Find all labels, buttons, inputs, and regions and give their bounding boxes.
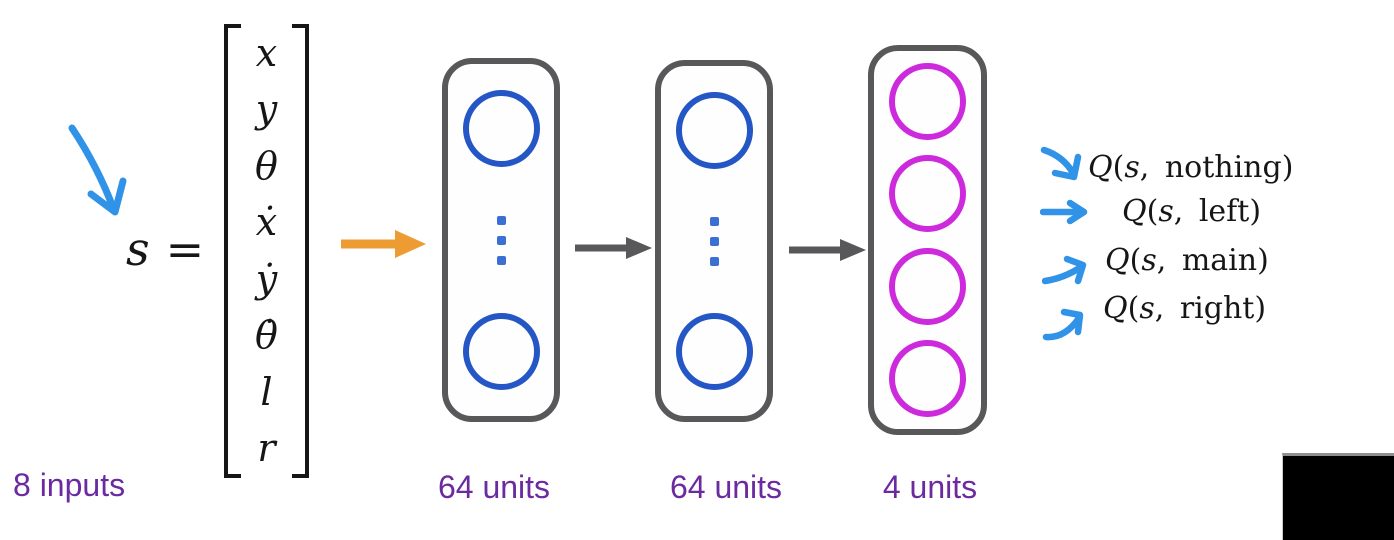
neuron-node xyxy=(889,247,966,325)
q-value-label: Q(s, left) xyxy=(1122,194,1262,229)
ellipsis-dots-icon xyxy=(496,215,506,265)
state-symbol: s xyxy=(126,222,150,276)
black-corner-box xyxy=(1282,453,1394,540)
vector-entries: x y θ ẋ ẏ θ̇ l r xyxy=(249,24,284,478)
layer-arrow-icon xyxy=(575,237,652,259)
layer2-units-label: 64 units xyxy=(669,469,783,505)
input-arrow-icon xyxy=(341,230,426,258)
state-equation: s = xyxy=(126,222,204,276)
q-value-label: Q(s, main) xyxy=(1105,242,1269,278)
vector-entry: r xyxy=(257,425,276,470)
curved-down-arrow-icon xyxy=(1040,146,1082,181)
neuron-node xyxy=(889,63,966,140)
neuron-node xyxy=(462,90,540,167)
vector-entry: ẋ xyxy=(255,200,278,245)
curled-up-arrow-icon xyxy=(1042,308,1084,341)
hidden-layer-1 xyxy=(442,58,560,422)
ellipsis-dots-icon xyxy=(709,216,719,266)
neuron-node xyxy=(675,313,753,390)
input-count-label: 8 inputs xyxy=(13,467,126,503)
state-vector: x y θ ẋ ẏ θ̇ l r xyxy=(224,24,309,478)
q-output-row-main: Q(s, main) xyxy=(1042,242,1269,285)
vector-entry: θ̇ xyxy=(255,313,278,358)
neuron-node xyxy=(889,155,966,233)
layer3-units-label: 4 units xyxy=(882,469,978,505)
neuron-node xyxy=(462,313,540,390)
layer1-units-label: 64 units xyxy=(437,469,551,505)
hidden-layer-2 xyxy=(655,60,773,422)
layer-arrow-icon xyxy=(789,239,866,261)
q-value-label: Q(s, right) xyxy=(1103,290,1267,326)
output-layer xyxy=(868,45,987,435)
vector-entry: θ xyxy=(255,143,278,188)
q-output-row-right: Q(s, right) xyxy=(1042,287,1267,341)
vector-entry: l xyxy=(260,369,273,414)
annotation-arrow-icon xyxy=(68,124,127,216)
neuron-node xyxy=(889,339,966,417)
vector-entry: y xyxy=(255,87,278,132)
equals-sign: = xyxy=(165,222,205,276)
vector-entry: x xyxy=(255,31,278,75)
up-right-arrow-icon xyxy=(1042,255,1087,285)
left-bracket xyxy=(224,24,241,478)
neuron-node xyxy=(675,92,753,169)
q-value-label: Q(s, nothing) xyxy=(1088,149,1294,185)
right-bracket xyxy=(291,24,309,478)
vector-entry: ẏ xyxy=(255,256,278,301)
q-output-row-left: Q(s, left) xyxy=(1040,194,1261,229)
straight-arrow-icon xyxy=(1040,199,1088,224)
q-output-row-nothing: Q(s, nothing) xyxy=(1040,146,1293,188)
